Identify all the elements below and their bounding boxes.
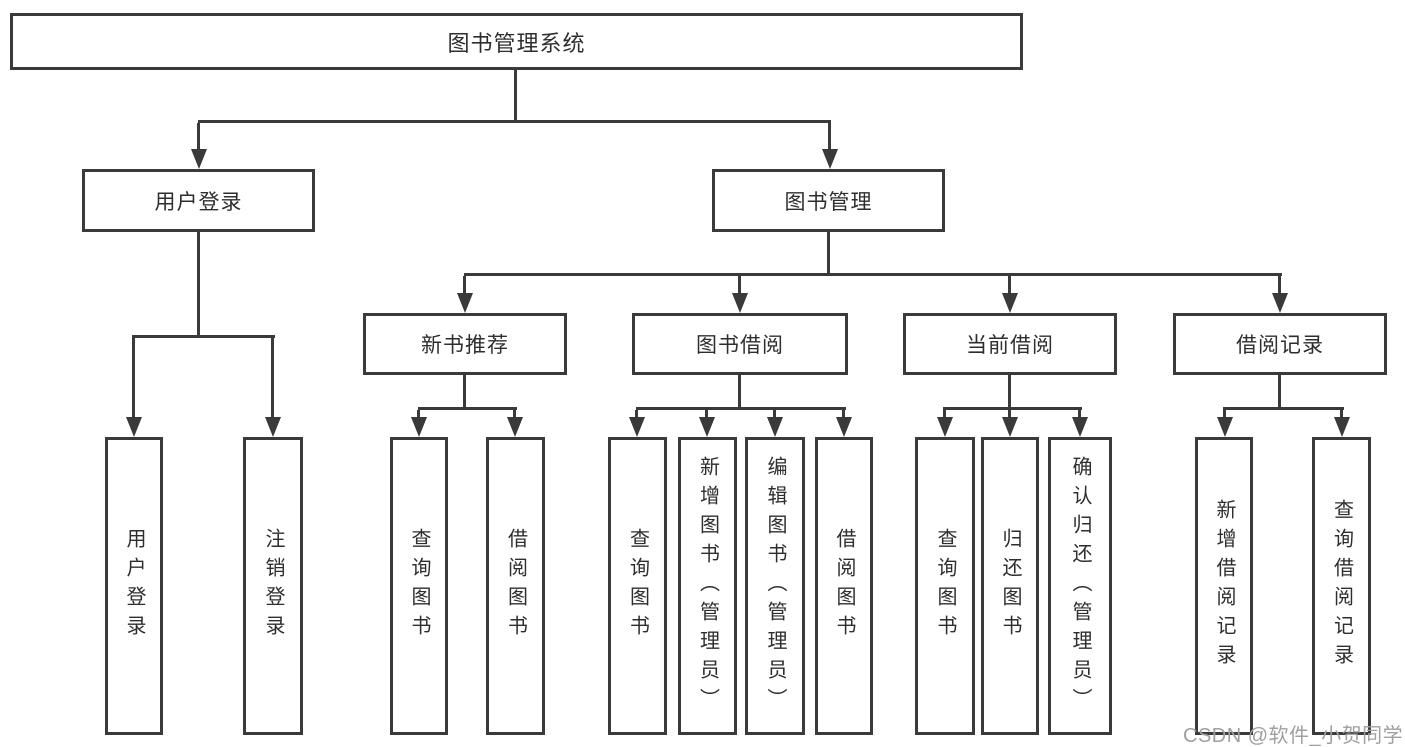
arrow-down-icon [265, 417, 281, 437]
connector-line [197, 123, 200, 149]
connector-line [828, 123, 831, 149]
arrow-down-icon [411, 417, 427, 437]
leaf-borrow-books: 借阅图书 [815, 437, 873, 735]
connector-line [1223, 410, 1226, 417]
connector-line [197, 232, 200, 335]
node-label: 查询借阅记录 [1330, 499, 1353, 673]
connector-line [1340, 410, 1343, 417]
node-label: 图书借阅 [696, 334, 784, 357]
connector-line [842, 410, 845, 417]
node-label: 图书管理 [784, 190, 873, 214]
node-label: 确认归还（管理员） [1069, 455, 1091, 717]
leaf-add-borrow-record: 新增借阅记录 [1195, 437, 1253, 735]
connector-line [1278, 276, 1281, 293]
node-label: 借阅图书 [504, 528, 527, 644]
connector-line [271, 338, 274, 417]
connector-line [132, 338, 135, 417]
leaf-user-login: 用户登录 [105, 437, 163, 735]
node-label: 新增借阅记录 [1213, 499, 1235, 673]
node-current-borrowing: 当前借阅 [903, 313, 1117, 375]
node-library-management-system: 图书管理系统 [10, 13, 1023, 70]
connector-line [417, 410, 420, 417]
connector-line [1008, 410, 1011, 417]
arrow-down-icon [732, 293, 748, 313]
connector-line [1078, 410, 1081, 417]
node-label: 用户登录 [154, 190, 243, 214]
leaf-return-books: 归还图书 [981, 437, 1039, 735]
node-label: 当前借阅 [966, 334, 1054, 357]
connector-line [463, 375, 466, 407]
arrow-down-icon [1002, 293, 1018, 313]
connector-line [943, 410, 946, 417]
arrow-down-icon [1072, 417, 1088, 437]
node-label: 新书推荐 [421, 334, 509, 357]
node-label: 图书管理系统 [447, 30, 586, 56]
arrow-down-icon [836, 417, 852, 437]
arrow-down-icon [629, 417, 645, 437]
leaf-query-books-recommend: 查询图书 [390, 437, 448, 735]
node-borrowing-records: 借阅记录 [1173, 313, 1387, 375]
connector-line [1278, 375, 1281, 407]
arrow-down-icon [1334, 417, 1350, 437]
arrow-down-icon [767, 417, 783, 437]
arrow-down-icon [457, 293, 473, 313]
node-label: 借阅记录 [1236, 334, 1324, 357]
arrow-down-icon [1272, 293, 1288, 313]
connector-line [132, 335, 275, 338]
arrow-down-icon [937, 417, 953, 437]
leaf-query-books-borrow: 查询图书 [608, 437, 667, 735]
node-label: 用户登录 [123, 528, 145, 644]
connector-line [773, 410, 776, 417]
leaf-query-books-current: 查询图书 [915, 437, 975, 735]
arrow-down-icon [1002, 417, 1018, 437]
connector-line [514, 69, 517, 120]
watermark: CSDN @软件_小贺同学 [1183, 725, 1404, 747]
connector-line [738, 375, 741, 407]
connector-line [198, 120, 831, 123]
node-new-book-recommendation: 新书推荐 [363, 313, 567, 375]
node-label: 借阅图书 [833, 528, 855, 644]
node-label: 查询图书 [408, 528, 430, 644]
arrow-down-icon [822, 149, 838, 169]
node-user-login: 用户登录 [82, 169, 315, 232]
arrow-down-icon [191, 149, 207, 169]
node-label: 编辑图书（管理员） [764, 455, 786, 717]
connector-line [1223, 407, 1344, 410]
leaf-edit-books-admin: 编辑图书（管理员） [745, 437, 805, 735]
node-label: 查询图书 [626, 528, 649, 644]
connector-line [463, 276, 466, 293]
node-label: 查询图书 [934, 528, 956, 644]
connector-line [738, 276, 741, 293]
connector-line [943, 407, 1082, 410]
connector-line [635, 410, 638, 417]
leaf-borrow-books-recommend: 借阅图书 [486, 437, 545, 735]
node-label: 新增图书（管理员） [696, 455, 719, 717]
node-label: 注销登录 [262, 528, 284, 644]
connector-line [827, 232, 830, 273]
connector-line [418, 407, 517, 410]
connector-line [1008, 276, 1011, 293]
connector-line [636, 407, 846, 410]
arrow-down-icon [699, 417, 715, 437]
arrow-down-icon [126, 417, 142, 437]
leaf-logout: 注销登录 [243, 437, 303, 735]
node-label: 归还图书 [999, 528, 1021, 644]
arrow-down-icon [1217, 417, 1233, 437]
leaf-query-borrow-record: 查询借阅记录 [1312, 437, 1371, 735]
leaf-add-books-admin: 新增图书（管理员） [678, 437, 737, 735]
node-book-borrowing: 图书借阅 [632, 313, 848, 375]
connector-line [1008, 375, 1011, 407]
connector-line [513, 410, 516, 417]
connector-line [705, 410, 708, 417]
connector-line [464, 273, 1282, 276]
node-book-management: 图书管理 [712, 169, 945, 232]
leaf-confirm-return-admin: 确认归还（管理员） [1048, 437, 1112, 735]
arrow-down-icon [507, 417, 523, 437]
